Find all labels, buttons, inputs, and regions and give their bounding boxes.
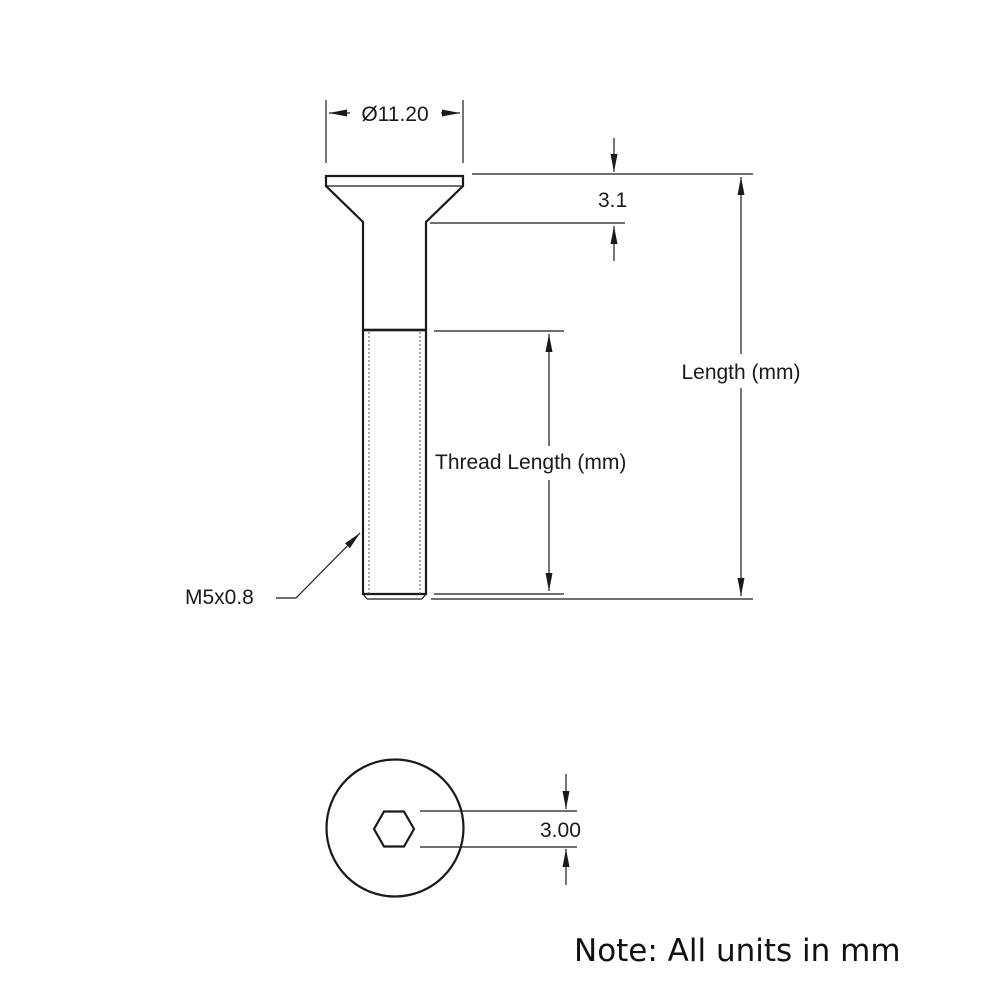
hex-socket-icon (372, 810, 416, 848)
screw-top-view (325, 758, 465, 898)
screw-head-circle (325, 758, 465, 898)
screw-side-view (324, 174, 465, 600)
screw-head-outline (324, 174, 465, 332)
length-label: Length (mm) (681, 361, 800, 384)
head-height-dimension: 3.1 (430, 138, 753, 261)
units-note: Note: All units in mm (574, 933, 901, 969)
hex-size-dimension: 3.00 (420, 774, 581, 885)
head-diameter-label: Ø11.20 (361, 103, 428, 126)
head-height-label: 3.1 (598, 189, 627, 212)
thread-spec-label: M5x0.8 (185, 586, 254, 609)
thread-section-outline (361, 330, 428, 596)
thread-length-label: Thread Length (mm) (435, 451, 626, 474)
thread-length-dimension: Thread Length (mm) (430, 330, 672, 595)
length-dimension: Length (mm) (431, 177, 820, 600)
hex-size-label: 3.00 (540, 819, 581, 842)
thread-spec-leader: M5x0.8 (185, 532, 361, 609)
screw-tip-chamfer-right (421, 593, 427, 600)
head-diameter-dimension: Ø11.20 (325, 100, 464, 163)
screw-tip-chamfer-left (362, 593, 368, 600)
